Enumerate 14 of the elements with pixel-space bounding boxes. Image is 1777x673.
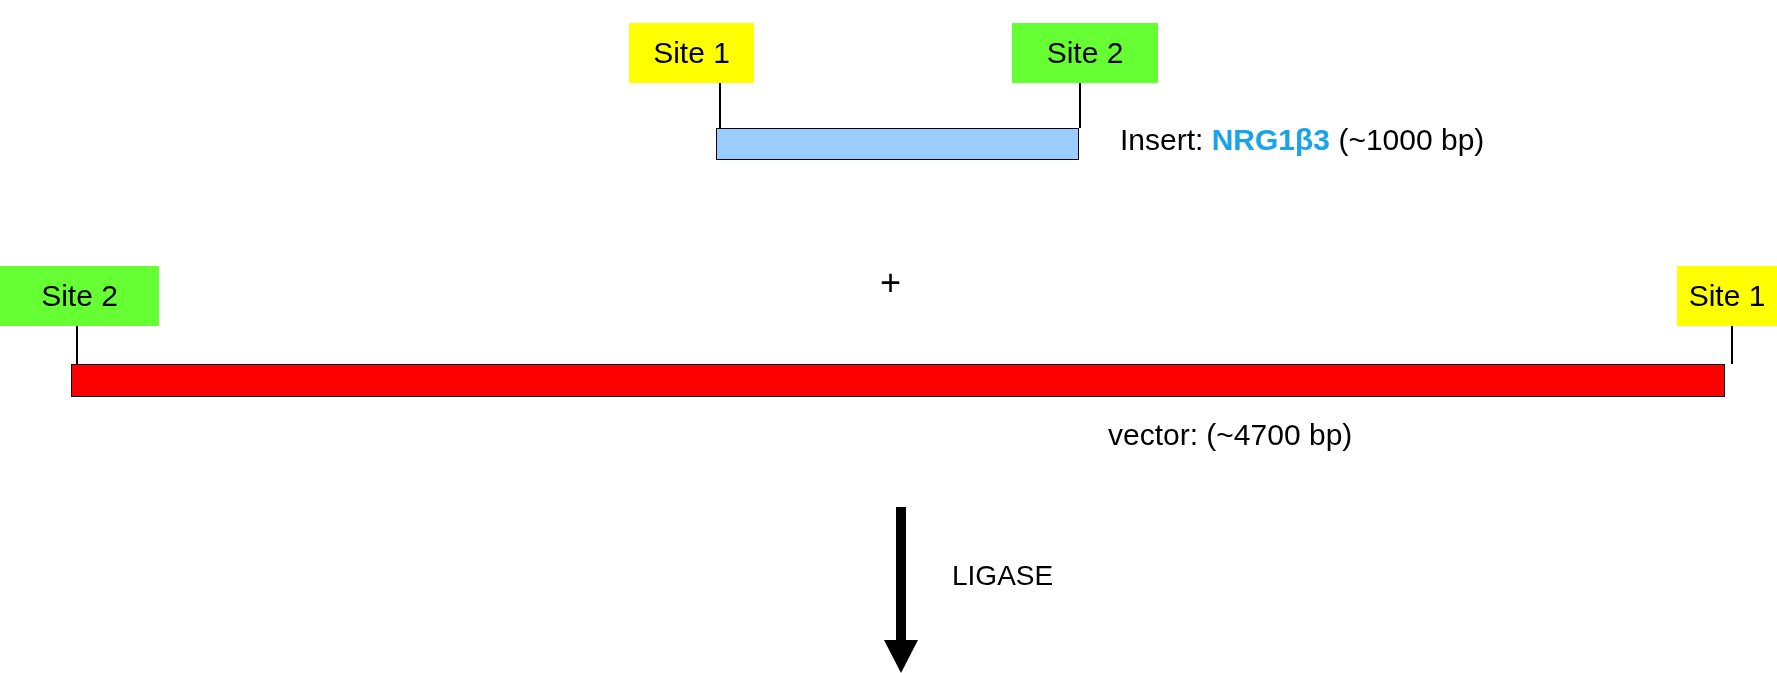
site-label: Site 1 bbox=[629, 23, 754, 83]
bar-caption: vector: (~4700 bp) bbox=[1108, 418, 1353, 452]
leader-line bbox=[1079, 82, 1081, 129]
step-label: LIGASE bbox=[952, 560, 1054, 592]
site-label: Site 2 bbox=[1012, 23, 1158, 83]
leader-line bbox=[76, 325, 78, 365]
dna-bar bbox=[716, 128, 1079, 160]
leader-line bbox=[719, 82, 721, 129]
site-label: Site 2 bbox=[0, 266, 159, 326]
bar-caption: Insert: NRG1β3 (~1000 bp) bbox=[1120, 123, 1485, 157]
dna-bar bbox=[71, 364, 1725, 397]
plus-sign: + bbox=[880, 262, 902, 304]
leader-line bbox=[1731, 325, 1733, 365]
site-label: Site 1 bbox=[1677, 266, 1777, 326]
